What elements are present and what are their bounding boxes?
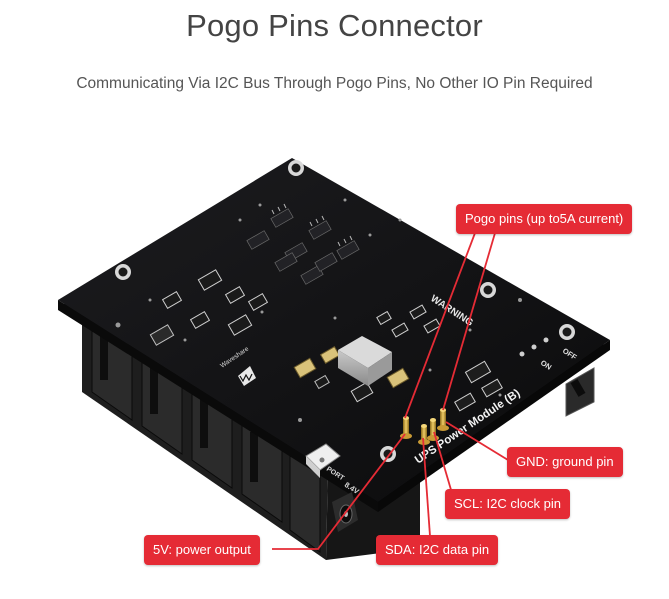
- page-subtitle: Communicating Via I2C Bus Through Pogo P…: [76, 75, 593, 92]
- page-title: Pogo Pins Connector: [186, 8, 483, 43]
- waveshare-logo-icon: [238, 366, 256, 386]
- inductor: [338, 336, 392, 386]
- callout-sda: SDA: I2C data pin: [376, 535, 499, 565]
- power-switch: [519, 337, 595, 417]
- callout-scl: SCL: I2C clock pin: [445, 489, 570, 519]
- port-connector: [305, 443, 341, 478]
- callout-leaders: [272, 232, 509, 550]
- callout-pogo-pins: Pogo pins (up to5A current): [456, 204, 633, 234]
- smd-components: [149, 269, 503, 412]
- callout-5v: 5V: power output: [144, 535, 260, 565]
- mounting-holes: [115, 160, 575, 462]
- callout-gnd: GND: ground pin: [507, 447, 623, 477]
- vias: [115, 198, 522, 422]
- pogo-pins: [400, 408, 449, 445]
- ic-chips: [246, 208, 360, 285]
- chip-pins: [271, 203, 353, 247]
- pcb-board: [58, 158, 610, 512]
